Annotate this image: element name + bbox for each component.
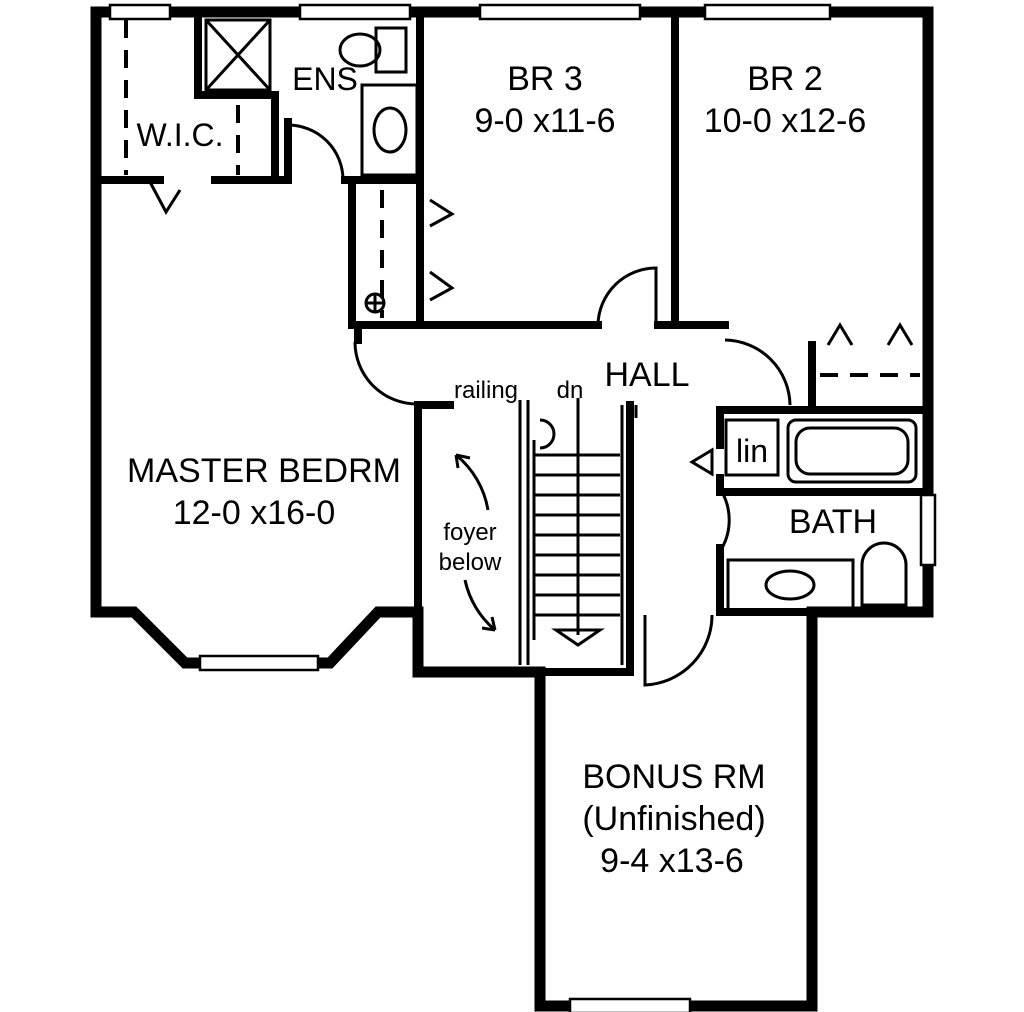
bath-toilet [860, 541, 908, 607]
label-railing: railing [454, 377, 518, 404]
ens-sink [372, 106, 408, 154]
stairs [518, 398, 638, 665]
label-bonus-note: (Unfinished) [582, 800, 765, 838]
label-br2-size: 10-0 x12-6 [704, 102, 867, 140]
br2-door-swing [724, 338, 792, 406]
label-hall: HALL [604, 356, 689, 394]
wic-shelves [124, 18, 272, 215]
label-bath: BATH [789, 503, 877, 541]
bath-vanity [726, 558, 855, 612]
windows [108, 3, 937, 1012]
label-foyer-2: below [439, 549, 502, 576]
label-foyer-1: foyer [443, 519, 496, 546]
br2-closet [820, 322, 920, 377]
label-dn: dn [557, 377, 584, 404]
doors [353, 266, 792, 687]
label-br3-name: BR 3 [507, 60, 583, 98]
label-lin: lin [736, 433, 768, 469]
toilet-tank [374, 26, 408, 74]
interior-walls [92, 8, 932, 676]
labels: ENS W.I.C. BR 3 9-0 x11-6 BR 2 10-0 x12-… [127, 60, 877, 880]
window-ens [298, 3, 412, 21]
br3-closet [364, 190, 455, 318]
ens-vanity [360, 83, 419, 177]
master-door-swing [353, 341, 418, 406]
label-bonus-name: BONUS RM [582, 758, 765, 796]
ens-door-swing [287, 123, 345, 181]
label-wic: W.I.C. [136, 117, 223, 153]
ens-fixtures [287, 26, 419, 181]
toilet-bowl [338, 32, 382, 68]
bath-fixtures [724, 418, 918, 612]
label-master-name: MASTER BEDRM [127, 452, 401, 490]
window-br2 [703, 3, 832, 21]
window-master-bay [198, 654, 320, 672]
bath-sink [764, 569, 816, 601]
foyer-arrows [454, 453, 497, 632]
bathtub [786, 418, 918, 484]
label-ens: ENS [292, 61, 358, 97]
bath-door-swing [720, 491, 731, 549]
label-br3-size: 9-0 x11-6 [474, 102, 615, 140]
window-bonus [568, 997, 692, 1012]
bonus-door-swing [643, 614, 714, 687]
window-br3 [478, 3, 642, 21]
label-master-size: 12-0 x16-0 [173, 494, 336, 532]
window-wic [108, 3, 172, 21]
br3-door-swing [596, 266, 658, 326]
label-br2-name: BR 2 [747, 60, 823, 98]
label-bonus-size: 9-4 x13-6 [600, 842, 744, 880]
window-bath [919, 493, 937, 567]
